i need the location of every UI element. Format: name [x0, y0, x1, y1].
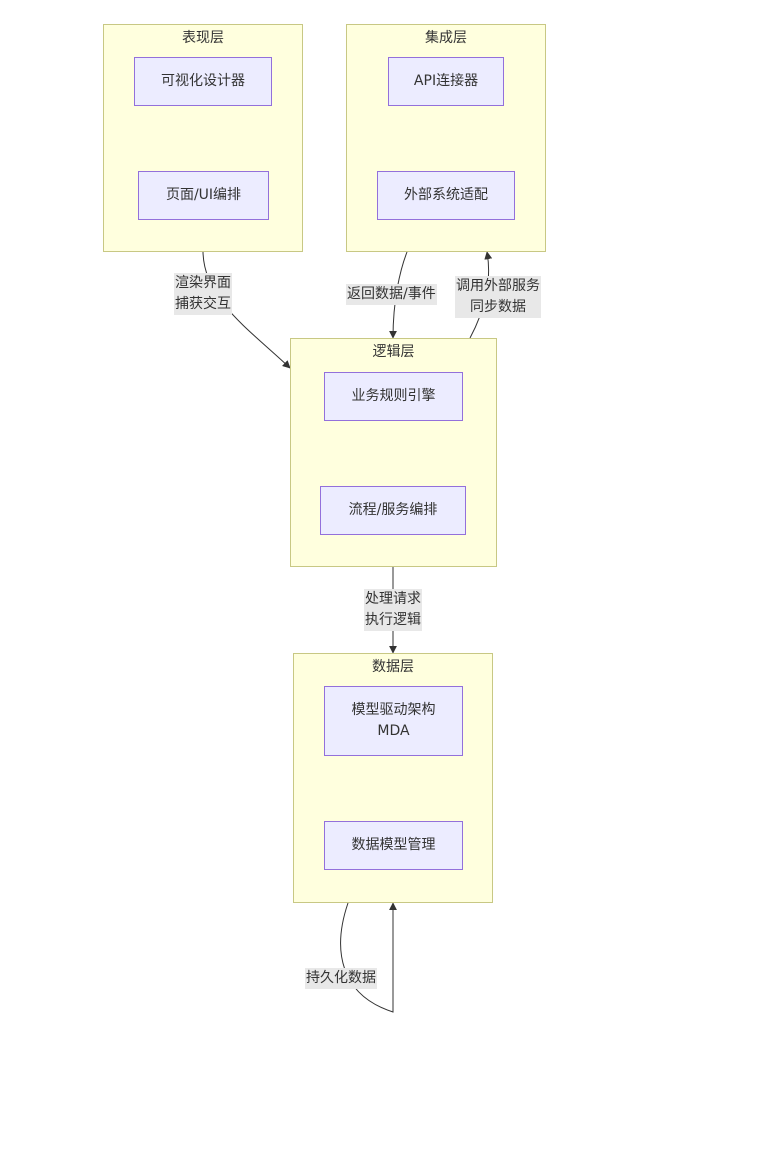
node-external-system-adapter[interactable]: 外部系统适配 — [377, 171, 515, 220]
edge-label-persist: 持久化数据 — [305, 968, 377, 989]
node-visual-designer[interactable]: 可视化设计器 — [134, 57, 272, 106]
node-model-driven-architecture[interactable]: 模型驱动架构 MDA — [324, 686, 463, 756]
edge-label-persist-text: 持久化数据 — [306, 970, 376, 986]
cluster-title-integration: 集成层 — [425, 30, 467, 46]
node-process-service-orchestration[interactable]: 流程/服务编排 — [320, 486, 466, 535]
node-label-mda-line1: 模型驱动架构 — [351, 702, 436, 718]
node-label-external-adapter: 外部系统适配 — [404, 187, 488, 203]
node-label-visual-designer: 可视化设计器 — [161, 73, 245, 89]
edge-label-render-capture: 渲染界面 捕获交互 — [174, 273, 232, 315]
node-label-rules-engine: 业务规则引擎 — [351, 388, 436, 404]
node-label-process-orchestration: 流程/服务编排 — [348, 502, 438, 518]
edge-label-call-line1: 调用外部服务 — [456, 278, 540, 294]
node-label-page-ui: 页面/UI编排 — [165, 187, 242, 203]
edge-label-return-data: 返回数据/事件 — [346, 284, 437, 305]
node-label-data-model-mgmt: 数据模型管理 — [351, 837, 436, 853]
edge-label-return-data-text: 返回数据/事件 — [347, 286, 436, 302]
node-page-ui-orchestration[interactable]: 页面/UI编排 — [138, 171, 269, 220]
node-label-mda-line2: MDA — [377, 723, 410, 739]
edge-label-process-line2: 执行逻辑 — [365, 612, 421, 628]
edge-label-call-line2: 同步数据 — [470, 299, 526, 315]
node-api-connector[interactable]: API连接器 — [388, 57, 504, 106]
edge-data-self-loop — [340, 902, 397, 1013]
edge-label-process-execute: 处理请求 执行逻辑 — [364, 589, 422, 631]
cluster-title-presentation: 表现层 — [182, 30, 224, 46]
node-label-api-connector: API连接器 — [413, 73, 479, 89]
node-business-rules-engine[interactable]: 业务规则引擎 — [324, 372, 463, 421]
edge-label-render-line1: 渲染界面 — [175, 275, 231, 291]
edge-label-call-sync: 调用外部服务 同步数据 — [455, 276, 541, 318]
node-data-model-management[interactable]: 数据模型管理 — [324, 821, 463, 870]
cluster-title-logic: 逻辑层 — [372, 344, 415, 360]
edge-label-render-line2: 捕获交互 — [175, 296, 231, 312]
edge-label-process-line1: 处理请求 — [365, 591, 421, 607]
cluster-title-data: 数据层 — [372, 659, 414, 675]
